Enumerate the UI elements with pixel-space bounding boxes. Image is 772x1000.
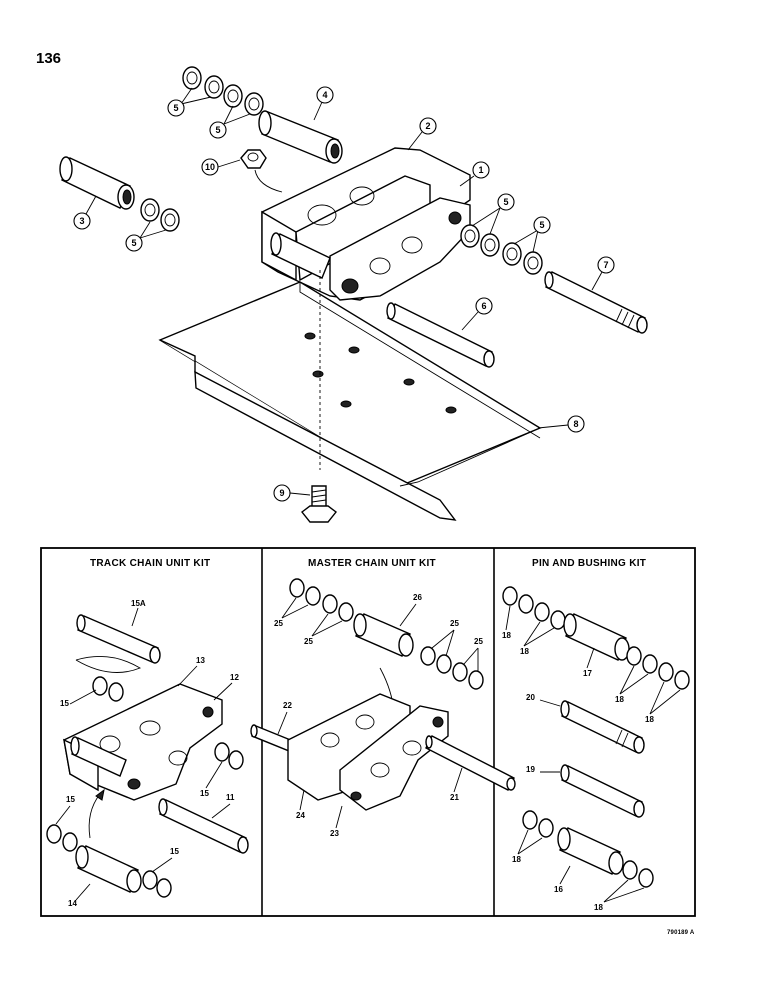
callout-7: 7 <box>591 256 615 291</box>
track-link-assembly <box>261 147 471 301</box>
svg-text:15: 15 <box>200 789 209 798</box>
page-number: 136 <box>36 50 62 67</box>
svg-text:7: 7 <box>603 260 608 270</box>
svg-text:5: 5 <box>173 103 178 113</box>
svg-text:10: 10 <box>205 162 215 172</box>
svg-text:5: 5 <box>539 220 544 230</box>
track-chain-kit-labels: 15A 13 12 15 15 11 15 15 14 <box>55 599 239 908</box>
callout-10: 10 <box>201 158 241 176</box>
master-chain-kit-drawing <box>250 578 516 811</box>
svg-text:18: 18 <box>645 715 654 724</box>
svg-text:24: 24 <box>296 811 305 820</box>
svg-text:5: 5 <box>131 238 136 248</box>
svg-text:17: 17 <box>583 669 592 678</box>
svg-text:12: 12 <box>230 673 239 682</box>
callout-3: 3 <box>73 195 97 230</box>
washer-group-5a <box>182 66 264 116</box>
callout-5e: 5 <box>513 216 551 253</box>
svg-text:20: 20 <box>526 693 535 702</box>
kit-frame <box>40 547 696 917</box>
callout-8: 8 <box>537 415 585 433</box>
svg-text:18: 18 <box>502 631 511 640</box>
svg-text:5: 5 <box>215 125 220 135</box>
callout-5b: 5 <box>209 105 251 139</box>
kit-title-pin-bushing: PIN AND BUSHING KIT <box>532 558 647 569</box>
svg-text:25: 25 <box>304 637 313 646</box>
svg-text:18: 18 <box>512 855 521 864</box>
svg-text:15: 15 <box>170 847 179 856</box>
bolt-9 <box>301 485 337 523</box>
pin-6 <box>386 302 495 368</box>
svg-text:25: 25 <box>274 619 283 628</box>
svg-text:18: 18 <box>520 647 529 656</box>
kit-title-master-chain: MASTER CHAIN UNIT KIT <box>308 558 436 569</box>
pin-bushing-kit-drawing <box>502 586 690 888</box>
bushing-4 <box>258 110 343 164</box>
pin-bushing-kit-labels: 18 18 17 18 18 20 19 18 16 18 <box>502 605 681 912</box>
svg-text:19: 19 <box>526 765 535 774</box>
callout-9: 9 <box>273 484 311 502</box>
svg-text:4: 4 <box>322 90 327 100</box>
nut-10 <box>240 149 283 193</box>
kit-title-track-chain: TRACK CHAIN UNIT KIT <box>90 558 211 569</box>
svg-text:1: 1 <box>478 165 483 175</box>
svg-text:2: 2 <box>425 121 430 131</box>
callout-5d: 5 <box>471 193 515 235</box>
svg-text:15: 15 <box>60 699 69 708</box>
callout-5c: 5 <box>125 221 167 252</box>
callout-2: 2 <box>407 117 437 151</box>
callout-1: 1 <box>459 161 490 187</box>
svg-text:6: 6 <box>481 301 486 311</box>
svg-text:26: 26 <box>413 593 422 602</box>
figure-code: 790189 A <box>667 930 695 936</box>
svg-text:8: 8 <box>573 419 578 429</box>
bushing-3 <box>59 156 135 210</box>
svg-text:22: 22 <box>283 701 292 710</box>
track-shoe-8 <box>158 270 542 521</box>
master-chain-kit-labels: 25 25 26 25 25 22 24 23 21 <box>274 593 483 838</box>
svg-text:15: 15 <box>66 795 75 804</box>
callout-5a: 5 <box>167 87 212 117</box>
svg-text:23: 23 <box>330 829 339 838</box>
svg-text:11: 11 <box>226 793 235 802</box>
svg-text:16: 16 <box>554 885 563 894</box>
svg-text:13: 13 <box>196 656 205 665</box>
svg-text:25: 25 <box>450 619 459 628</box>
svg-text:18: 18 <box>615 695 624 704</box>
svg-text:18: 18 <box>594 903 603 912</box>
callout-4: 4 <box>313 86 334 121</box>
svg-text:15A: 15A <box>131 599 146 608</box>
svg-text:25: 25 <box>474 637 483 646</box>
svg-text:21: 21 <box>450 793 459 802</box>
svg-text:9: 9 <box>279 488 284 498</box>
track-chain-kit-drawing <box>46 614 249 898</box>
svg-text:14: 14 <box>68 899 77 908</box>
callout-6: 6 <box>461 297 493 331</box>
svg-text:5: 5 <box>503 197 508 207</box>
svg-text:3: 3 <box>79 216 84 226</box>
pin-7 <box>544 271 648 334</box>
